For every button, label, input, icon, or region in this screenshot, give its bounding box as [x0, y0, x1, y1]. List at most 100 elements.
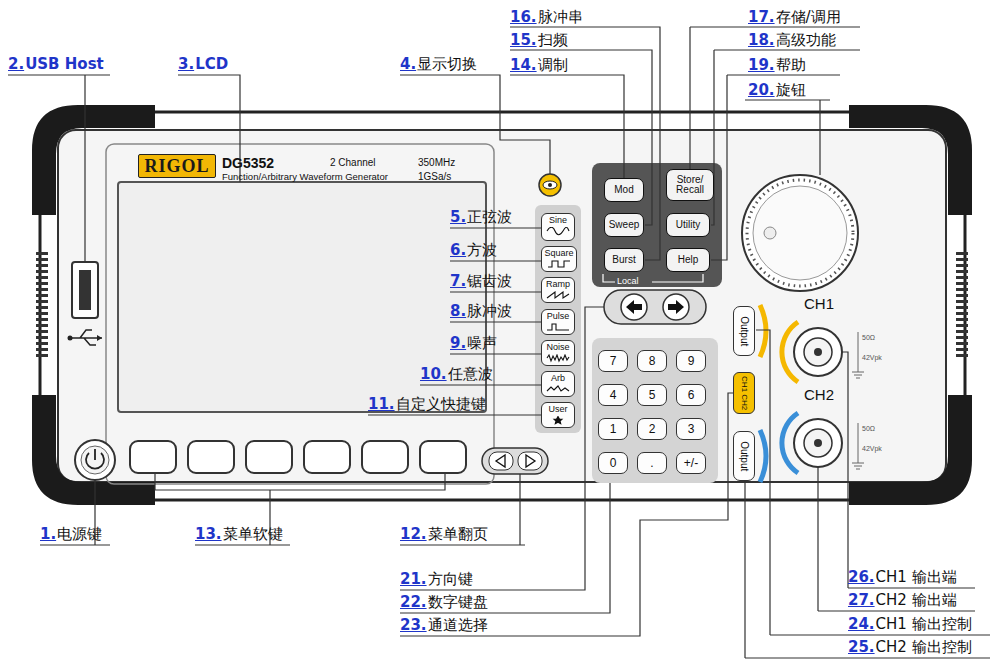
- key-label: Pulse: [547, 312, 570, 321]
- callout-number: 16.: [510, 8, 537, 26]
- key-label: Noise: [546, 343, 569, 352]
- numeric-key: 0: [598, 452, 628, 474]
- waveform-icon: [546, 323, 570, 332]
- key-label: Mod: [614, 185, 633, 196]
- callout-number: 7.: [450, 272, 466, 290]
- key-label: 0: [610, 457, 617, 470]
- waveform-key: Noise: [541, 340, 575, 366]
- key-label: +/-: [684, 457, 698, 470]
- key-label: Utility: [676, 220, 700, 231]
- key-label: 5: [649, 389, 656, 402]
- key-label: CH1 CH2: [740, 376, 748, 410]
- callout-number: 25.: [848, 638, 875, 656]
- numeric-key: 9: [676, 350, 706, 372]
- callout-name: 锯齿波: [467, 272, 512, 290]
- callout-number: 9.: [450, 334, 466, 352]
- key-label: 6: [688, 389, 695, 402]
- callout-name: 方波: [467, 241, 497, 259]
- key-label: Sweep: [609, 220, 640, 231]
- callout-name: 数字键盘: [428, 593, 488, 611]
- callout-name: 旋钮: [776, 81, 806, 99]
- key-label: Output: [739, 316, 750, 346]
- callout-number: 15.: [510, 31, 537, 49]
- waveform-key: User: [541, 402, 575, 428]
- callout-name: CH2 输出端: [876, 591, 957, 609]
- numeric-key: .: [637, 452, 667, 474]
- function-key: Mod: [604, 178, 644, 202]
- menu-softkeys: [130, 441, 466, 473]
- numeric-key: 4: [598, 384, 628, 406]
- numeric-key: 3: [676, 418, 706, 440]
- menu-page-keys: [482, 448, 548, 474]
- callout-name: CH1 输出端: [876, 568, 957, 586]
- callout-number: 26.: [848, 568, 875, 586]
- callout-name: 帮助: [776, 56, 806, 74]
- panel-text: 2 Channel: [330, 157, 376, 169]
- callout-number: 24.: [848, 615, 875, 633]
- function-key: Burst: [604, 248, 644, 272]
- rotary-knob: [742, 175, 858, 291]
- callout-number: 4.: [400, 55, 416, 73]
- panel-text: 350MHz: [418, 157, 455, 169]
- key-label: 4: [610, 389, 617, 402]
- waveform-key: Arb: [541, 371, 575, 397]
- key-label: .: [650, 457, 653, 470]
- callout-name: 任意波: [448, 365, 493, 383]
- key-label: Store/ Recall: [667, 175, 713, 196]
- key-label: Burst: [612, 255, 635, 266]
- corner-bumpers: [32, 105, 972, 505]
- key-label: Help: [678, 255, 699, 266]
- lcd-screen: [106, 144, 494, 484]
- callout-number: 11.: [368, 395, 395, 413]
- callout-name: 电源键: [57, 525, 102, 543]
- function-key: Sweep: [604, 213, 644, 237]
- key-label: Ramp: [546, 280, 570, 289]
- waveform-key: Ramp: [541, 277, 575, 303]
- callout-name: USB Host: [25, 55, 104, 73]
- key-label: Output: [739, 441, 750, 471]
- callout-number: 27.: [848, 591, 875, 609]
- panel-text: Function/Arbitrary Waveform Generator: [222, 171, 388, 182]
- usb-port: [68, 262, 103, 345]
- callout-number: 14.: [510, 56, 537, 74]
- callout-number: 10.: [420, 365, 447, 383]
- panel-text: Local: [615, 276, 641, 287]
- callout-name: 噪声: [467, 334, 497, 352]
- panel-text: CH1: [804, 295, 834, 313]
- channel-select-key: CH1 CH2: [733, 372, 755, 414]
- callout-number: 1.: [40, 525, 56, 543]
- numeric-key: 1: [598, 418, 628, 440]
- callout-number: 2.: [8, 55, 24, 73]
- callout-name: CH2 输出控制: [876, 638, 972, 656]
- callout-name: 自定义快捷键: [396, 395, 486, 413]
- panel-text: 50Ω: [862, 425, 875, 433]
- display-switch: [539, 174, 561, 196]
- waveform-icon: [547, 260, 571, 269]
- output-key: Output: [733, 431, 755, 481]
- leader-lines: [8, 27, 990, 658]
- waveform-icon: [546, 291, 570, 300]
- callout-number: 6.: [450, 241, 466, 259]
- key-label: RIGOL: [144, 157, 209, 176]
- function-key: Utility: [666, 213, 710, 237]
- key-label: Sine: [549, 216, 567, 225]
- key-label: 8: [649, 355, 656, 368]
- callout-name: LCD: [195, 55, 228, 73]
- panel-text: CH2: [804, 386, 834, 404]
- numeric-key: 8: [637, 350, 667, 372]
- callout-number: 3.: [178, 55, 194, 73]
- waveform-icon: [546, 385, 570, 394]
- callout-number: 22.: [400, 593, 427, 611]
- numeric-key: 7: [598, 350, 628, 372]
- callout-name: 脉冲串: [538, 8, 583, 26]
- panel-text: 50Ω: [862, 334, 875, 342]
- callout-name: 存储/调用: [776, 8, 841, 26]
- key-label: 2: [649, 423, 656, 436]
- numeric-key: +/-: [676, 452, 706, 474]
- callout-number: 21.: [400, 570, 427, 588]
- callout-name: 脉冲波: [467, 302, 512, 320]
- panel-text: 1GSa/s: [418, 171, 451, 183]
- callout-number: 18.: [748, 31, 775, 49]
